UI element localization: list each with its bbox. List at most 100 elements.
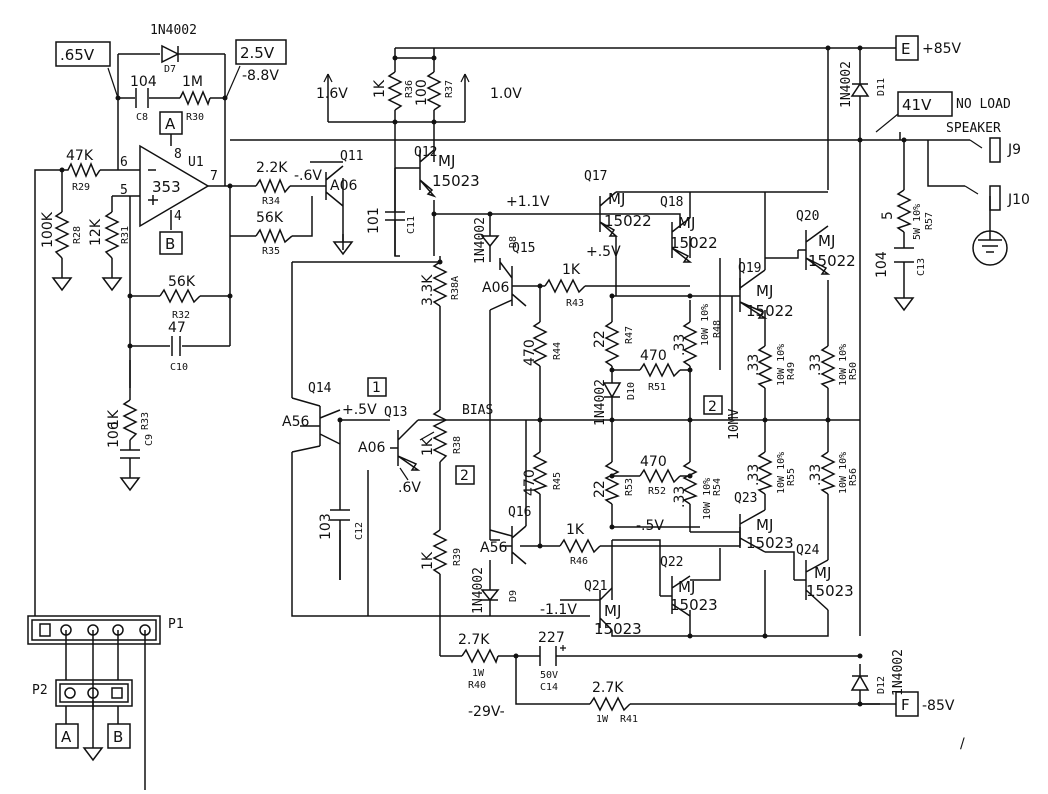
bias-marker1-label: 1	[372, 380, 381, 396]
driver-q12-ref-label: Q12	[414, 145, 437, 160]
lower-output-q16-ref-label: Q16	[508, 505, 531, 520]
box-shapes	[27, 35, 953, 749]
upper-output-q20-part-label: 15022	[808, 252, 856, 270]
lower-output-q24-ref-label: Q24	[796, 543, 820, 558]
output-network-speaker-label-label: SPEAKER	[946, 121, 1001, 136]
bias-c12-ref-label: C12	[354, 522, 365, 540]
upper-output-q20-ref-label: Q20	[796, 209, 819, 224]
power-refs-a-label: A	[165, 115, 176, 133]
capacitor-c14	[539, 646, 557, 666]
feedback-res-ref-label: R30	[186, 112, 204, 123]
opamp-symbol	[139, 144, 210, 228]
lower-output-q23-part-label: 15023	[746, 534, 794, 552]
feedback-diode-ref-label: D7	[164, 64, 176, 75]
no-load-note: NO LOAD	[956, 97, 1011, 112]
bias-q14-ref-label: Q14	[308, 381, 332, 396]
input-network-r28-val-label: 100K	[40, 211, 56, 248]
lower-output-q23-mj-label: MJ	[756, 516, 773, 534]
driver-q12-part-label: 15023	[432, 172, 480, 190]
upper-output-q17-ref-label: Q17	[584, 169, 607, 184]
resistor-r30	[179, 90, 211, 107]
transistor-q17	[599, 191, 618, 237]
lower-output-r56-rating-label: 10W 10%	[838, 452, 849, 494]
opamp-output-voltage: 2.5V	[240, 44, 275, 62]
negative-supply-r40-val-label: 2.7K	[458, 632, 490, 648]
resistor-r37	[426, 71, 442, 111]
opamp-input-voltage: .65V	[60, 46, 95, 64]
power-refs-a-label: A	[61, 728, 72, 746]
diode-d9	[480, 589, 500, 602]
resistor-r54	[682, 461, 698, 505]
resistor-r38a	[432, 261, 448, 307]
wires	[34, 47, 991, 790]
upper-output-r48-val-label: .33	[672, 334, 688, 356]
rails-pos-value-label: +85V	[922, 41, 962, 57]
transistor-q13	[390, 419, 421, 471]
diode-d8	[480, 235, 500, 248]
resistor-r40	[461, 648, 499, 664]
upper-output-r50-val-label: .33	[808, 354, 824, 376]
output-network-c13-val-label: 104	[874, 251, 890, 278]
negative-supply-d11-ref-label: D11	[876, 78, 887, 96]
upper-output-q20-mj-label: MJ	[818, 232, 835, 250]
upper-output-r44-val-label: 470	[522, 339, 538, 366]
negative-supply-d11-val-label: 1N4002	[839, 61, 854, 108]
resistor-r50	[820, 345, 836, 389]
feedback-cap-val-label: 104	[130, 74, 157, 90]
opamp-pin-out-label: 7	[210, 169, 218, 184]
lower-output-q24-part-label: 15023	[806, 582, 854, 600]
feedback-diode-val-label: 1N4002	[150, 23, 197, 38]
negative-supply-c14-rating-label: 50V	[540, 670, 558, 681]
lower-output-r46-ref-label: R46	[570, 556, 588, 567]
resistor-r31	[104, 211, 120, 259]
resistor-r41	[589, 696, 631, 712]
resistor-r36	[387, 71, 403, 111]
transistor-q11	[312, 165, 344, 207]
negative-supply-d12-ref-label: D12	[876, 676, 887, 694]
resistor-r56	[820, 451, 836, 495]
resistor-r51	[639, 362, 681, 378]
opamp-pin-vplus-label: 8	[174, 147, 182, 162]
feedback-cap-ref-label: C8	[136, 112, 148, 123]
negative-supply-c14-ref-label: C14	[540, 682, 558, 693]
resistor-r43	[544, 278, 586, 294]
output-network-r57-rating-label: 5W 10%	[912, 204, 923, 240]
upper-output-r51-val-label: 470	[640, 348, 667, 364]
driver-q11-part-label: A06	[330, 178, 357, 194]
lower-output-r52-ref-label: R52	[648, 486, 666, 497]
resistor-r38	[432, 409, 448, 463]
lower-output-q22-mj-label: MJ	[678, 578, 695, 596]
lower-output-r52-val-label: 470	[640, 454, 667, 470]
input-network-c9-val-label: 106	[106, 421, 122, 448]
input-network-r29-val-label: 47K	[66, 148, 94, 164]
upper-output-v-mid-label: 10MV	[727, 409, 742, 440]
connector-p2	[55, 679, 133, 707]
transistor-q21	[599, 587, 613, 631]
driver-v-q12e-label: +1.1V	[506, 194, 550, 210]
diode-d7	[161, 44, 180, 64]
opamp-ref: U1	[188, 155, 204, 170]
driver-c11-val-label: 101	[366, 207, 382, 234]
lower-output-r56-val-label: .33	[808, 464, 824, 486]
input-network-r31-val-label: 12K	[88, 218, 104, 246]
upper-output-r50-ref-label: R50	[848, 362, 859, 380]
driver-q11-v-label: -.6V	[294, 168, 322, 184]
output-no-load-voltage: 41V	[902, 96, 932, 114]
lower-output-q21-mj-label: MJ	[604, 602, 621, 620]
output-network-j9-label: J9	[1007, 142, 1021, 158]
input-network-r31-ref-label: R31	[120, 226, 131, 244]
negative-supply-c14-val-label: 227	[538, 630, 565, 646]
lower-output-r54-ref-label: R54	[712, 478, 723, 496]
labels: .65V 2.5V -8.8V 41V NO LOAD 353 U1 6 5 7…	[32, 23, 1030, 752]
resistor-r53	[604, 461, 620, 505]
bias-q13-v-label: .6V	[398, 480, 421, 496]
capacitor-c8	[135, 88, 149, 108]
bias-r38a-val-label: 3.3K	[420, 274, 436, 306]
driver-r34-val-label: 2.2K	[256, 160, 288, 176]
output-network-j10-label: J10	[1007, 192, 1030, 208]
lower-output-q22-ref-label: Q22	[660, 555, 683, 570]
resistor-r55	[757, 451, 773, 495]
diode-d12	[850, 674, 870, 691]
input-network-r33-ref-label: R33	[140, 412, 151, 430]
upper-output-r50-rating-label: 10W 10%	[838, 344, 849, 386]
